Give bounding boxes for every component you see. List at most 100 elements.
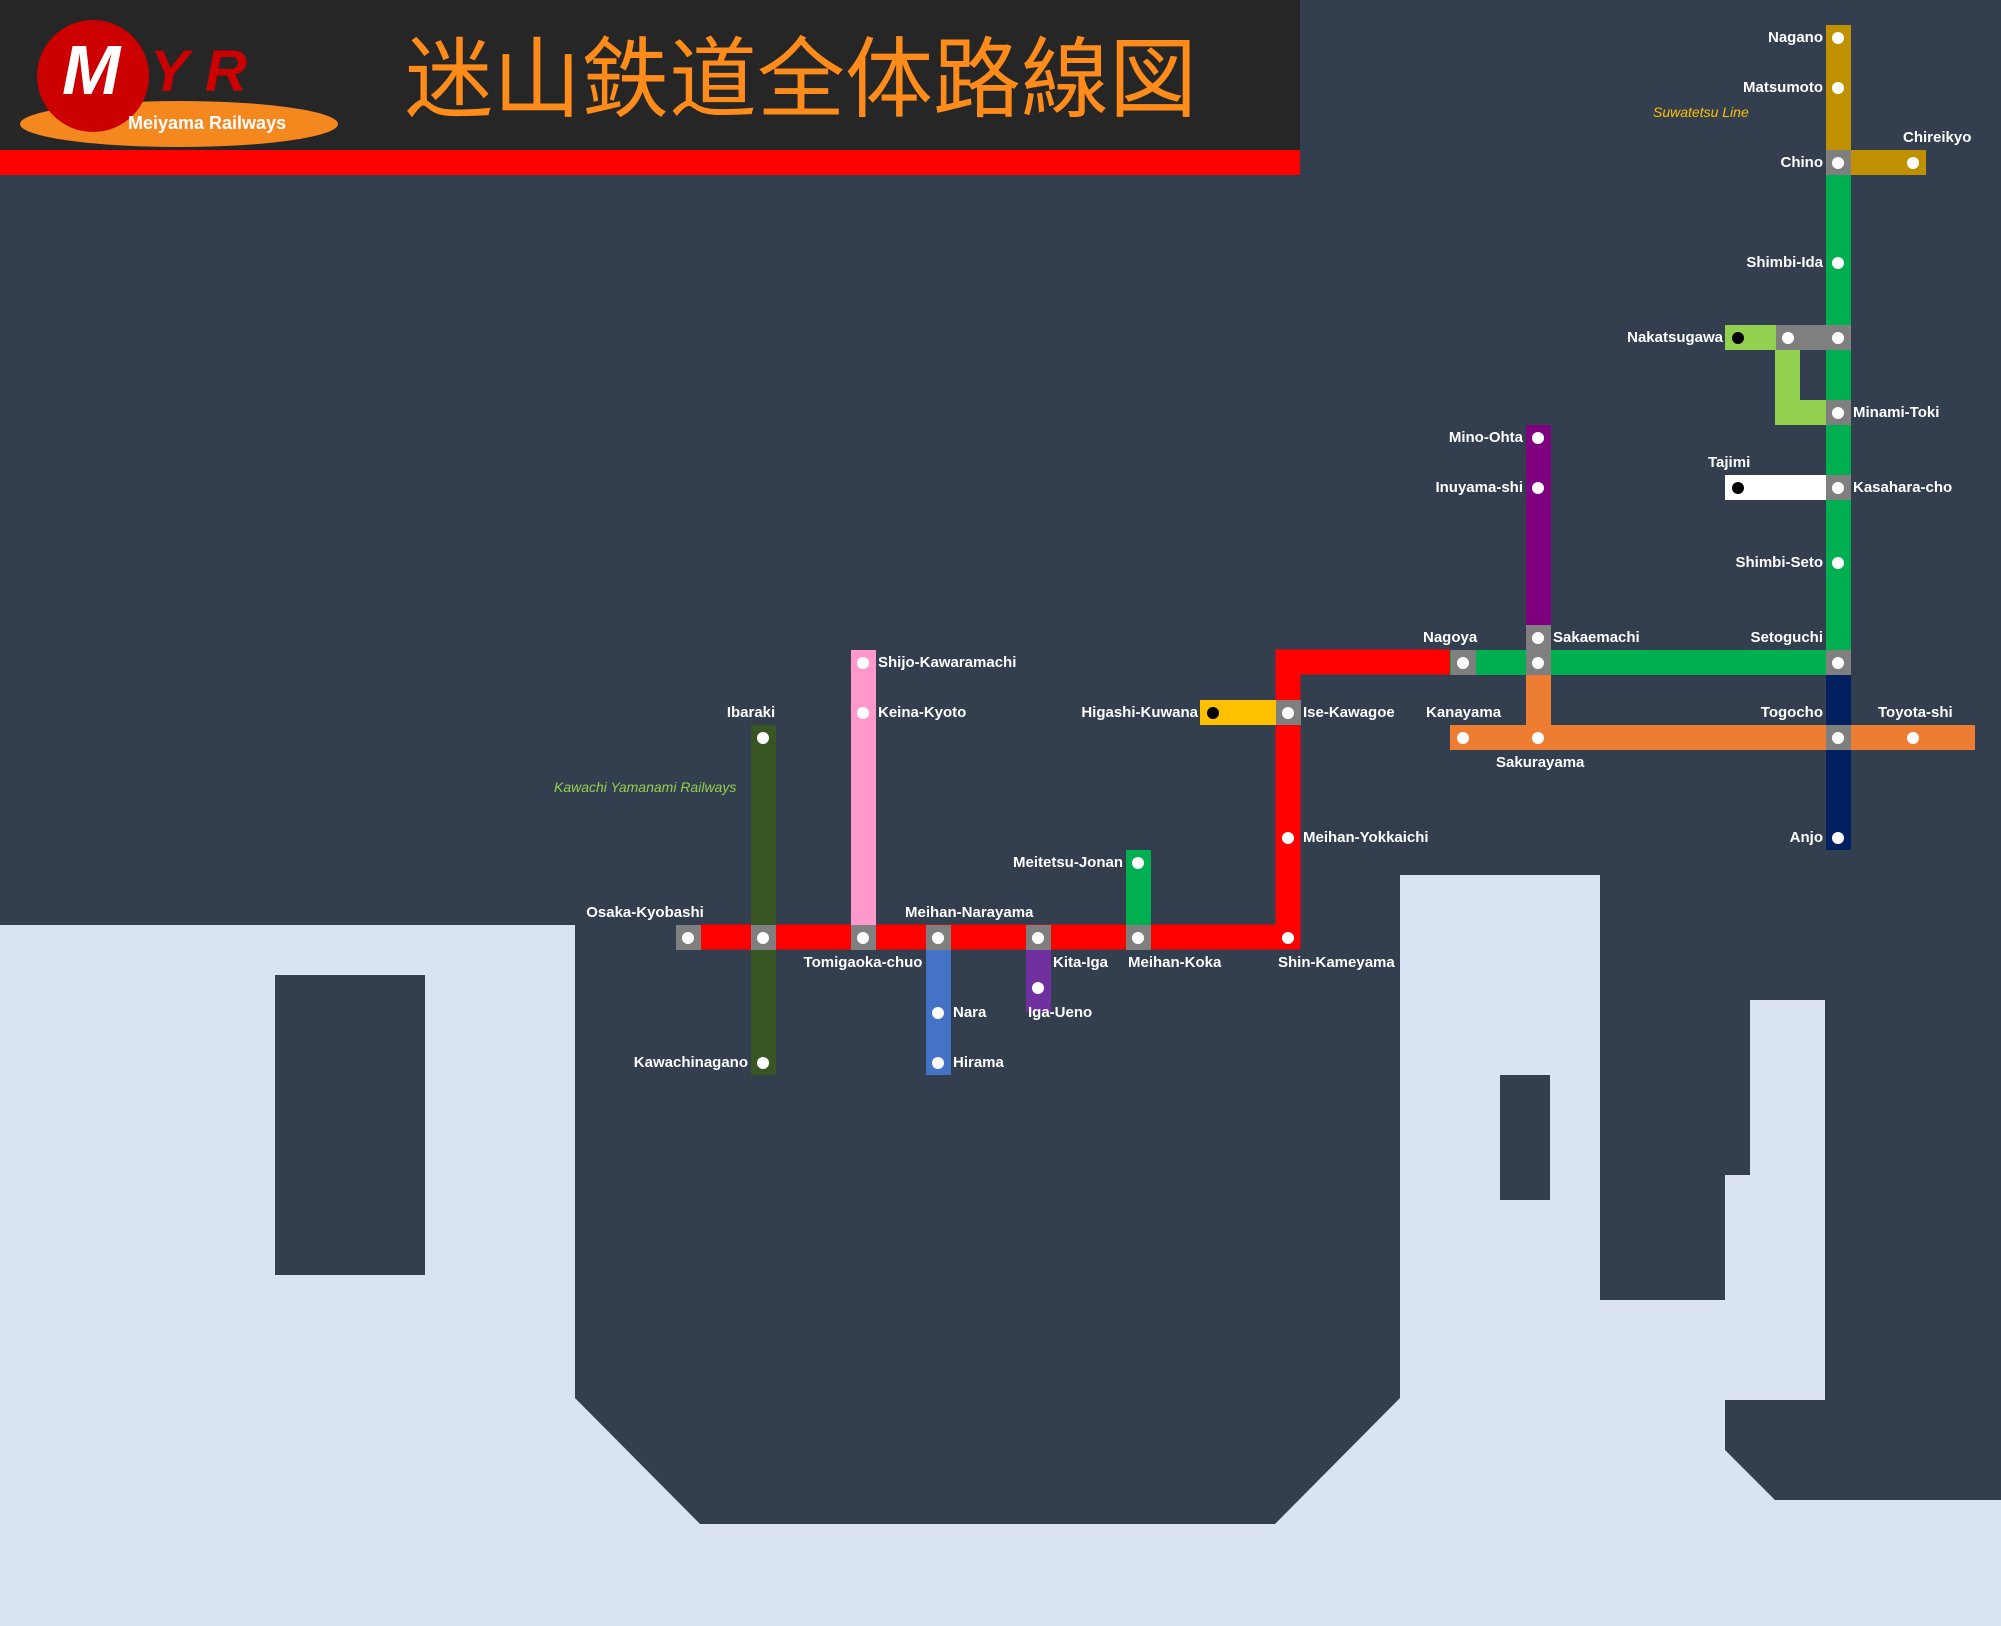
label-tomigaoka-chuo: Tomigaoka-chuo	[803, 954, 923, 971]
dot-higashi-kuwana[interactable]	[1207, 707, 1219, 719]
suwatetsu-line-trunk	[1826, 25, 1851, 163]
label-ise-kawagoe: Ise-Kawagoe	[1303, 704, 1395, 721]
logo-letter-y: Y	[150, 39, 189, 104]
dot-mino-ohta[interactable]	[1532, 432, 1544, 444]
blue-line	[926, 937, 951, 1075]
dot-kawachinagano[interactable]	[757, 1057, 769, 1069]
dot-toyota-shi[interactable]	[1907, 732, 1919, 744]
label-hirama: Hirama	[953, 1054, 1004, 1071]
label-setoguchi: Setoguchi	[1750, 629, 1823, 646]
logo-letter-m: M	[62, 31, 121, 109]
label-nagoya: Nagoya	[1423, 629, 1478, 646]
dot-ise-kawagoe[interactable]	[1282, 707, 1294, 719]
label-kita-iga: Kita-Iga	[1053, 954, 1109, 971]
label-kawachinagano: Kawachinagano	[633, 1054, 748, 1071]
label-shimbi-seto: Shimbi-Seto	[1735, 554, 1823, 571]
dot-sakaemachi[interactable]	[1532, 657, 1544, 669]
station-dots	[682, 32, 1919, 1069]
logo-circle	[37, 20, 149, 132]
label-osaka-kyobashi: Osaka-Kyobashi	[586, 904, 704, 921]
dot-nara[interactable]	[932, 1007, 944, 1019]
land-east-block	[1725, 1175, 1750, 1300]
dot-shin-kameyama[interactable]	[1282, 932, 1294, 944]
dot-shimbi-seto[interactable]	[1832, 557, 1844, 569]
dot-anjo[interactable]	[1832, 832, 1844, 844]
line-name-kawachi: Kawachi Yamanami Railways	[554, 779, 737, 795]
label-anjo: Anjo	[1789, 829, 1823, 846]
dot-nakatsugawa-junction[interactable]	[1782, 332, 1794, 344]
dot-sakurayama[interactable]	[1532, 732, 1544, 744]
dot-shimbi-ida[interactable]	[1832, 257, 1844, 269]
label-meitetsu-jonan: Meitetsu-Jonan	[1012, 854, 1123, 871]
dot-nakatsugawa[interactable]	[1832, 332, 1844, 344]
dot-tomigaoka-chuo[interactable]	[857, 932, 869, 944]
label-togocho: Togocho	[1760, 704, 1823, 721]
line-name-suwatetsu: Suwatetsu Line	[1653, 104, 1749, 120]
dot-meihan-koka[interactable]	[1132, 932, 1144, 944]
logo-letter-r: R	[205, 39, 247, 104]
dot-meitetsu-jonan[interactable]	[1132, 857, 1144, 869]
land-west	[0, 875, 2001, 1626]
dot-inuyama-shi[interactable]	[1532, 482, 1544, 494]
label-nakatsugawa: Nakatsugawa	[1627, 329, 1723, 346]
logo-subtitle: Meiyama Railways	[128, 113, 287, 133]
dot-meihan-yokkaichi[interactable]	[1282, 832, 1294, 844]
label-kasahara-cho: Kasahara-cho	[1853, 479, 1953, 496]
lake-east	[1500, 1075, 1550, 1200]
dot-kanayama[interactable]	[1457, 732, 1469, 744]
dot-ibaraki[interactable]	[757, 732, 769, 744]
dot-nakatsugawa-terminal[interactable]	[1732, 332, 1744, 344]
main-line	[700, 649, 1450, 950]
label-chino: Chino	[1780, 154, 1824, 171]
label-shijo-kawaramachi: Shijo-Kawaramachi	[878, 654, 1017, 671]
label-nagano: Nagano	[1767, 29, 1823, 46]
label-ibaraki: Ibaraki	[726, 704, 776, 721]
dot-kita-iga[interactable]	[1032, 932, 1044, 944]
label-sakaemachi: Sakaemachi	[1553, 629, 1640, 646]
label-meihan-yokkaichi: Meihan-Yokkaichi	[1303, 829, 1429, 846]
label-matsumoto: Matsumoto	[1743, 79, 1823, 96]
dot-togocho[interactable]	[1832, 732, 1844, 744]
label-keina-kyoto: Keina-Kyoto	[878, 704, 967, 721]
dot-nagano[interactable]	[1832, 32, 1844, 44]
label-minami-toki: Minami-Toki	[1853, 404, 1940, 421]
pink-line	[851, 650, 876, 938]
label-higashi-kuwana: Higashi-Kuwana	[1081, 704, 1198, 721]
label-meihan-narayama: Meihan-Narayama	[905, 904, 1034, 921]
dot-setoguchi[interactable]	[1832, 657, 1844, 669]
railway-lines	[700, 25, 1975, 1075]
dot-osaka-kyobashi[interactable]	[682, 932, 694, 944]
label-shin-kameyama: Shin-Kameyama	[1278, 954, 1395, 971]
label-meihan-koka: Meihan-Koka	[1128, 954, 1222, 971]
dot-matsumoto[interactable]	[1832, 82, 1844, 94]
label-chireikyo: Chireikyo	[1903, 129, 1972, 146]
orange-line-east-west	[1450, 725, 1975, 750]
dot-kasahara-cho[interactable]	[1832, 482, 1844, 494]
land-masses	[0, 875, 2001, 1626]
page-title: 迷山鉄道全体路線図	[405, 28, 1198, 131]
label-nara: Nara	[953, 1004, 987, 1021]
dot-hirama[interactable]	[932, 1057, 944, 1069]
dot-keina-kyoto[interactable]	[857, 707, 869, 719]
dot-minami-toki[interactable]	[1832, 407, 1844, 419]
dot-iga-ueno[interactable]	[1032, 982, 1044, 994]
label-kanayama: Kanayama	[1426, 704, 1502, 721]
dot-chireikyo[interactable]	[1907, 157, 1919, 169]
label-sakurayama: Sakurayama	[1496, 754, 1585, 771]
purple-line	[1526, 425, 1551, 650]
transfer-stations	[676, 150, 1851, 950]
dot-chino[interactable]	[1832, 157, 1844, 169]
label-inuyama-shi: Inuyama-shi	[1435, 479, 1523, 496]
label-iga-ueno: Iga-Ueno	[1028, 1004, 1093, 1021]
lake-west	[275, 975, 425, 1275]
dot-kawachi-junction[interactable]	[757, 932, 769, 944]
dot-shijo-kawaramachi[interactable]	[857, 657, 869, 669]
navy-line	[1826, 675, 1851, 850]
header-red-stripe	[0, 150, 1300, 175]
dot-nagoya[interactable]	[1457, 657, 1469, 669]
dot-tajimi[interactable]	[1732, 482, 1744, 494]
dot-meihan-narayama[interactable]	[932, 932, 944, 944]
dot-sakaemachi-upper[interactable]	[1532, 632, 1544, 644]
